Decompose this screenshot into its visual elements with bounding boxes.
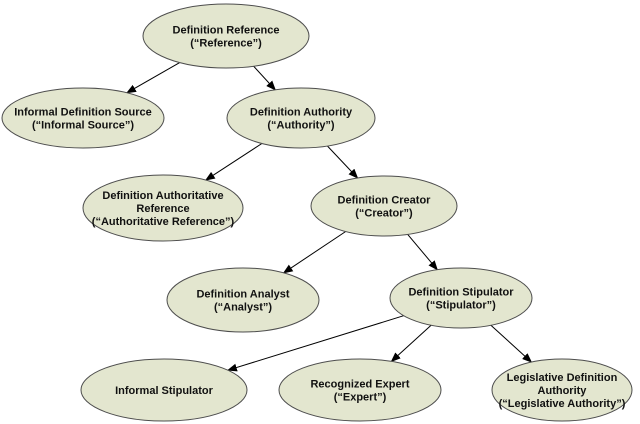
node-shape	[80, 358, 248, 422]
node-label-line: Definition Authority	[250, 107, 353, 119]
node-label-line: (“Expert”)	[334, 392, 387, 404]
node-label-line: Definition Stipulator	[408, 287, 514, 299]
node-label-line: Informal Definition Source	[14, 107, 152, 119]
edge-reference-to-informal-source	[126, 62, 180, 94]
node-label-line: Informal Stipulator	[115, 385, 214, 397]
edge-creator-to-stipulator	[407, 234, 438, 271]
node-legislative-authority: Legislative DefinitionAuthority(“Legisla…	[491, 358, 633, 422]
node-label-line: Definition Authoritative	[102, 190, 223, 202]
edge-stipulator-to-informal-stipulator	[226, 315, 404, 372]
node-shape	[389, 267, 533, 329]
node-label-line: (“Analyst”)	[214, 302, 272, 314]
node-label-line: Legislative Definition	[507, 372, 618, 384]
node-label-line: (“Informal Source”)	[32, 120, 134, 132]
node-creator: Definition Creator(“Creator”)	[310, 175, 458, 237]
node-shape	[310, 175, 458, 237]
node-shape	[166, 267, 320, 333]
node-label-line: (“Authority”)	[267, 120, 335, 132]
node-label-line: (“Creator”)	[355, 208, 413, 220]
node-informal-stipulator: Informal Stipulator	[80, 358, 248, 422]
node-reference: Definition Reference(“Reference”)	[142, 3, 310, 69]
node-label-line: Recognized Expert	[310, 379, 409, 391]
edge-stipulator-to-expert	[390, 324, 432, 363]
node-label-line: (“Authoritative Reference”)	[92, 216, 235, 228]
edge-authority-to-creator	[327, 145, 359, 179]
node-label-line: (“Legislative Authority”)	[499, 398, 626, 410]
node-shape	[226, 87, 376, 149]
node-shape	[1, 87, 165, 149]
node-stipulator: Definition Stipulator(“Stipulator”)	[389, 267, 533, 329]
node-shape	[278, 358, 442, 422]
node-authority: Definition Authority(“Authority”)	[226, 87, 376, 149]
node-label-line: (“Stipulator”)	[426, 300, 496, 312]
node-label-line: Definition Reference	[173, 25, 280, 37]
node-label-line: Definition Creator	[338, 195, 432, 207]
node-label-line: Definition Analyst	[196, 289, 289, 301]
node-analyst: Definition Analyst(“Analyst”)	[166, 267, 320, 333]
edge-stipulator-to-legislative-authority	[490, 324, 533, 363]
node-label-line: (“Reference”)	[190, 38, 262, 50]
edges	[126, 62, 533, 372]
edge-authority-to-authoritative-reference	[204, 143, 263, 181]
nodes: Definition Reference(“Reference”) Informa…	[1, 3, 633, 422]
node-label-line: Authority	[538, 385, 588, 397]
node-authoritative-reference: Definition AuthoritativeReference(“Autho…	[82, 174, 244, 242]
node-shape	[142, 3, 310, 69]
node-informal-source: Informal Definition Source(“Informal Sou…	[1, 87, 165, 149]
node-expert: Recognized Expert(“Expert”)	[278, 358, 442, 422]
edge-reference-to-authority	[253, 65, 276, 91]
node-label-line: Reference	[136, 203, 189, 215]
node-shape	[491, 358, 633, 422]
edge-creator-to-analyst	[282, 231, 346, 274]
node-shape	[82, 174, 244, 242]
